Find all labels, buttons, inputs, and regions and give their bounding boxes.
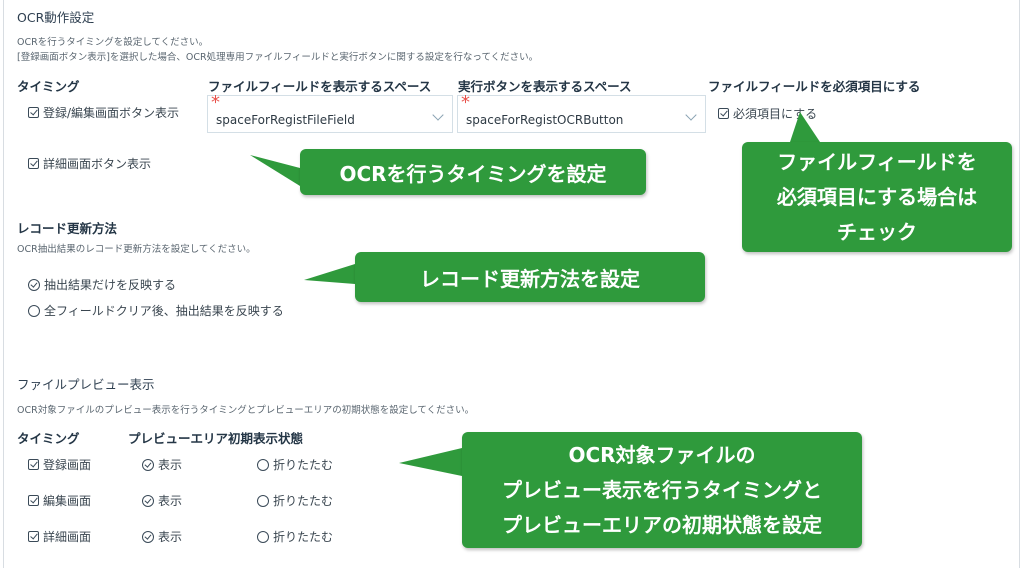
timing-option-detail-button[interactable]: 詳細画面ボタン表示 (28, 155, 151, 172)
preview-timing-label-text: 登録画面 (43, 458, 92, 472)
radio-selected-icon[interactable] (142, 494, 154, 507)
timing-option-label: 詳細画面ボタン表示 (43, 157, 152, 171)
ocr-section-desc-1: OCRを行うタイミングを設定してください。 (17, 37, 209, 48)
record-update-option-label: 抽出結果だけを反映する (44, 278, 177, 292)
required-checkbox[interactable]: 必須項目にする (718, 105, 817, 122)
timing-option-edit-button[interactable]: 登録/編集画面ボタン表示 (28, 104, 179, 121)
callout-record-update-text: レコード更新方法を設定 (420, 266, 640, 291)
callout-pointer-timing (250, 155, 300, 186)
exec-button-space-value: spaceForRegistOCRButton (466, 113, 624, 127)
callout-timing-text: OCRを行うタイミングを設定 (339, 161, 607, 186)
preview-timing-label-text: 編集画面 (43, 494, 92, 508)
record-update-option-label: 全フィールドクリア後、抽出結果を反映する (44, 304, 284, 318)
radio-unselected-icon[interactable] (28, 304, 40, 317)
preview-state-collapse-edit[interactable]: 折りたたむ (257, 492, 333, 509)
record-update-title: レコード更新方法 (17, 221, 118, 236)
preview-collapse-label: 折りたたむ (273, 458, 334, 472)
checkbox-checked-icon[interactable] (718, 108, 729, 119)
file-field-space-value: spaceForRegistFileField (216, 113, 355, 127)
preview-timing-label: タイミング (17, 431, 80, 446)
preview-show-label: 表示 (158, 458, 183, 472)
required-asterisk-icon: * (461, 92, 470, 113)
preview-section-title: ファイルプレビュー表示 (17, 377, 155, 392)
preview-collapse-label: 折りたたむ (273, 494, 334, 508)
required-label: ファイルフィールドを必須項目にする (708, 79, 921, 94)
radio-selected-icon[interactable] (28, 278, 40, 291)
preview-state-collapse-register[interactable]: 折りたたむ (257, 456, 333, 473)
checkbox-checked-icon[interactable] (28, 495, 39, 506)
exec-button-space-label: 実行ボタンを表示するスペース (458, 79, 632, 94)
preview-state-show-register[interactable]: 表示 (142, 456, 182, 473)
callout-pointer-required (790, 112, 820, 142)
timing-option-label: 登録/編集画面ボタン表示 (43, 106, 180, 120)
callout-pointer-preview (399, 448, 462, 476)
exec-button-space-select[interactable]: * spaceForRegistOCRButton (457, 92, 706, 133)
record-update-desc: OCR抽出結果のレコード更新方法を設定してください。 (17, 244, 256, 255)
checkbox-checked-icon[interactable] (28, 459, 39, 470)
record-update-option-clear-all[interactable]: 全フィールドクリア後、抽出結果を反映する (28, 302, 284, 319)
radio-unselected-icon[interactable] (257, 458, 269, 471)
checkbox-checked-icon[interactable] (28, 531, 39, 542)
radio-selected-icon[interactable] (142, 530, 154, 543)
callout-record-update: レコード更新方法を設定 (355, 252, 705, 302)
radio-unselected-icon[interactable] (257, 494, 269, 507)
callout-preview-text: OCR対象ファイルの プレビュー表示を行うタイミングと プレビューエリアの初期状… (502, 442, 822, 537)
preview-show-label: 表示 (158, 530, 183, 544)
preview-show-label: 表示 (158, 494, 183, 508)
preview-timing-register[interactable]: 登録画面 (28, 456, 91, 473)
callout-timing: OCRを行うタイミングを設定 (300, 149, 646, 195)
preview-timing-label-text: 詳細画面 (43, 530, 92, 544)
ocr-section-desc-2: [登録画面ボタン表示]を選択した場合、OCR処理専用ファイルフィールドと実行ボタ… (17, 52, 539, 63)
radio-selected-icon[interactable] (142, 458, 154, 471)
preview-initial-state-label: プレビューエリア初期表示状態 (128, 431, 304, 446)
required-checkbox-label: 必須項目にする (733, 107, 818, 121)
preview-state-show-edit[interactable]: 表示 (142, 492, 182, 509)
callout-required-text: ファイルフィールドを 必須項目にする場合は チェック (776, 149, 978, 244)
preview-state-show-detail[interactable]: 表示 (142, 528, 182, 545)
preview-section-desc: OCR対象ファイルのプレビュー表示を行うタイミングとプレビューエリアの初期状態を… (17, 405, 475, 416)
settings-panel (3, 0, 1020, 568)
radio-unselected-icon[interactable] (257, 530, 269, 543)
file-field-space-select[interactable]: * spaceForRegistFileField (207, 92, 453, 133)
checkbox-checked-icon[interactable] (28, 158, 39, 169)
required-asterisk-icon: * (211, 92, 220, 113)
record-update-option-extract-only[interactable]: 抽出結果だけを反映する (28, 276, 176, 293)
preview-collapse-label: 折りたたむ (273, 530, 334, 544)
callout-pointer-record-update (304, 264, 355, 284)
checkbox-checked-icon[interactable] (28, 107, 39, 118)
preview-state-collapse-detail[interactable]: 折りたたむ (257, 528, 333, 545)
preview-timing-edit[interactable]: 編集画面 (28, 492, 91, 509)
file-field-space-label: ファイルフィールドを表示するスペース (208, 79, 432, 94)
callout-preview: OCR対象ファイルの プレビュー表示を行うタイミングと プレビューエリアの初期状… (462, 432, 862, 548)
timing-label: タイミング (17, 79, 80, 94)
ocr-section-title: OCR動作設定 (17, 10, 95, 25)
callout-required: ファイルフィールドを 必須項目にする場合は チェック (742, 142, 1012, 252)
preview-timing-detail[interactable]: 詳細画面 (28, 528, 91, 545)
